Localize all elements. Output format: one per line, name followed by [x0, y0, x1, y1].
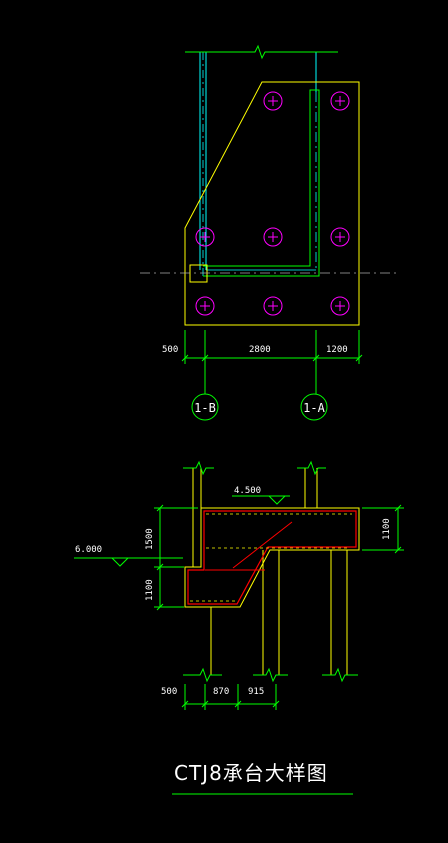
bottom-dim — [181, 684, 280, 710]
plan-dim-1200: 1200 — [326, 345, 348, 355]
section-view: 4.500 6.000 1500 1100 1100 — [74, 460, 404, 710]
plan-view: 500 2800 1200 1-B 1-A — [140, 44, 400, 421]
pile — [330, 296, 350, 316]
column-lines — [199, 52, 207, 270]
vdim-1100-right: 1100 — [382, 518, 392, 540]
vertical-dim-left — [154, 504, 198, 611]
bdim-915: 915 — [248, 687, 264, 697]
rebar-diagonal — [232, 521, 293, 569]
break-line-top — [185, 44, 338, 60]
plan-dim-500: 500 — [162, 345, 178, 355]
piles — [195, 91, 350, 316]
vertical-dim-right — [362, 504, 404, 554]
vdim-1100-left: 1100 — [145, 579, 155, 601]
axis-label-1a: 1-A — [303, 401, 325, 415]
section-rebar — [187, 510, 357, 605]
elevation-mark-left — [74, 557, 183, 567]
pile — [263, 227, 283, 247]
elevation-6000: 6.000 — [75, 545, 102, 555]
vdim-1500: 1500 — [145, 528, 155, 550]
elevation-mark-top — [232, 495, 290, 505]
pile — [195, 296, 215, 316]
pile — [195, 227, 215, 247]
elevation-4500: 4.500 — [234, 486, 261, 496]
section-columns — [192, 468, 348, 675]
pile — [330, 227, 350, 247]
drawing-title: CTJ8承台大样图 — [174, 761, 328, 785]
axis-label-1b: 1-B — [194, 401, 216, 415]
bdim-500: 500 — [161, 687, 177, 697]
column-box — [189, 264, 208, 283]
pile — [263, 296, 283, 316]
bdim-870: 870 — [213, 687, 229, 697]
pile — [263, 91, 283, 111]
break-lines-section — [183, 460, 358, 683]
pile — [330, 91, 350, 111]
plan-dimension-line — [181, 330, 363, 394]
axis-bubble-1b — [191, 393, 219, 421]
pile-cap-outline — [184, 81, 360, 326]
axis-bubble-1a — [300, 393, 328, 421]
section-cap-outline — [184, 507, 360, 608]
beam-outline — [203, 89, 320, 277]
plan-dim-2800: 2800 — [249, 345, 271, 355]
